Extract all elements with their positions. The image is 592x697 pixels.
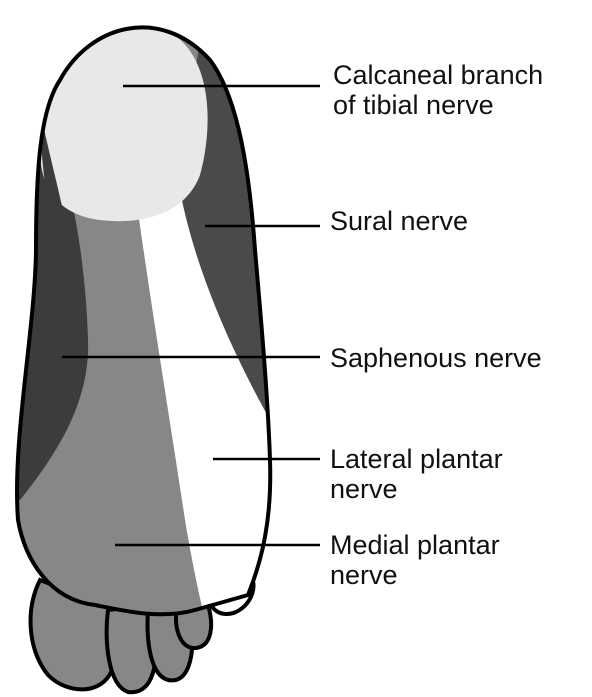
label-saphenous-text: Saphenous nerve <box>330 343 542 373</box>
label-lateral-line2: nerve <box>330 474 503 504</box>
label-lateral-plantar-nerve: Lateral plantar nerve <box>330 444 503 504</box>
label-calcaneal-line1: Calcaneal branch <box>333 60 543 90</box>
label-calcaneal-branch: Calcaneal branch of tibial nerve <box>333 60 543 120</box>
label-saphenous-nerve: Saphenous nerve <box>330 343 542 373</box>
label-medial-plantar-nerve: Medial plantar nerve <box>330 530 500 590</box>
label-sural-nerve: Sural nerve <box>330 206 468 236</box>
label-medial-line2: nerve <box>330 560 500 590</box>
label-sural-text: Sural nerve <box>330 206 468 236</box>
label-medial-line1: Medial plantar <box>330 530 500 560</box>
calcaneal-region <box>40 26 208 221</box>
label-lateral-line1: Lateral plantar <box>330 444 503 474</box>
label-calcaneal-line2: of tibial nerve <box>333 90 543 120</box>
